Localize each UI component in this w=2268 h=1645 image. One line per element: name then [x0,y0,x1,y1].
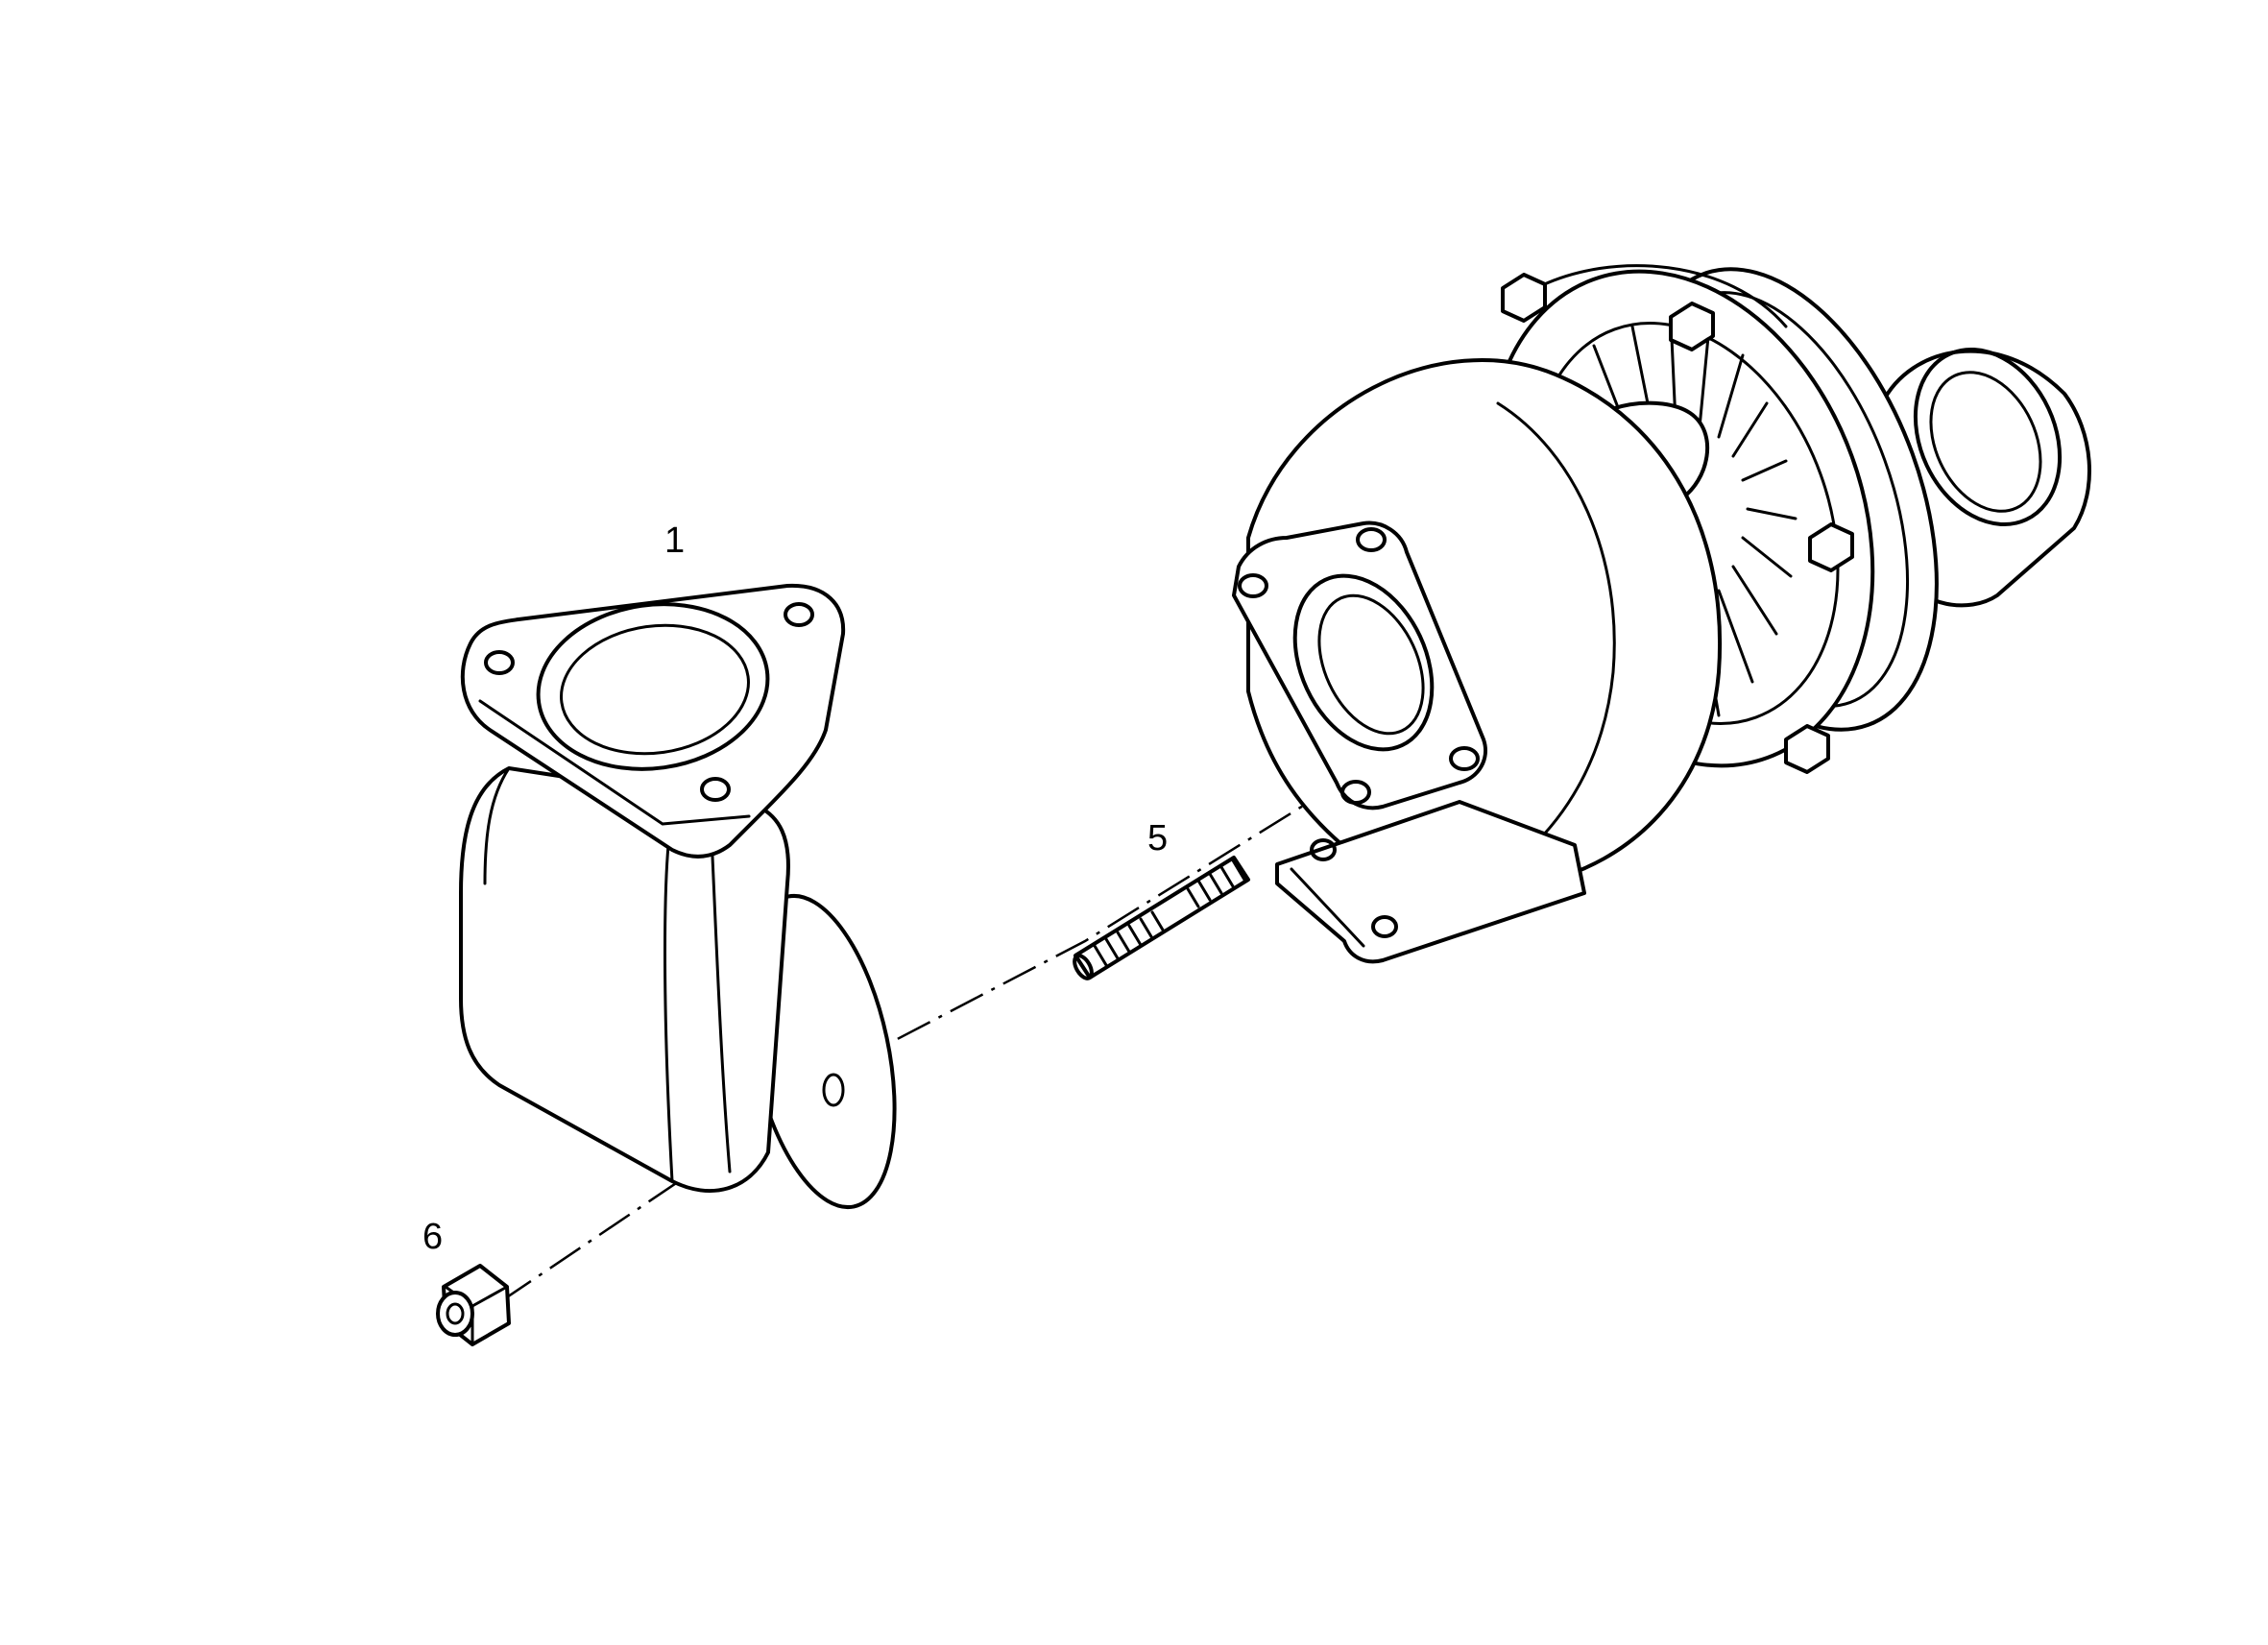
bolt-4-icon [1784,724,1830,774]
inlet-flange-hole-2-icon [1356,527,1387,552]
outlet-pipe-opening [1913,347,2063,527]
elbow-inlet-flange [460,583,846,859]
bolt-1-icon [1501,273,1547,323]
stud-thread-lower [1093,910,1166,967]
elbow-body-highlight [483,766,511,885]
stud-thread-upper [1185,859,1246,908]
inlet-flange-hole-3-icon [1449,746,1480,771]
outlet-flange-edge [1290,867,1365,948]
turbine-volute-seam [1496,401,1616,876]
part-5-stud [1073,856,1250,980]
inlet-port-outer [536,602,770,771]
outlet-flange-hole-1-icon [1310,838,1337,861]
elbow-body-edge-2 [709,814,732,1173]
callout-part-5: 5 [1147,818,1168,859]
nut-thread-hole-icon [446,1302,465,1325]
flange-hole-bottom-icon [700,777,731,802]
outlet-pipe-inner [1929,371,2042,513]
stud-shank [1074,856,1250,980]
flange-bolt-hole-icon [822,1073,845,1107]
outlet-flange-hole-2-icon [1371,915,1398,938]
turbine-outlet-flange [1275,800,1586,964]
part-1-exhaust-elbow [459,583,897,1210]
part-6-nut [436,1264,511,1346]
inlet-flange-thickness [478,699,751,826]
bearing-housing-top-edge [1534,264,1788,328]
inlet-flange-hole-4-icon [1340,780,1371,805]
turbine-inlet-port-inner [1317,593,1425,736]
turbine-inlet-port [1292,573,1435,752]
housing-bolts [1501,273,1854,774]
flange-hole-left-icon [484,650,515,675]
inlet-flange-hole-1-icon [1238,573,1268,598]
assembly-axis-line [450,766,1364,1337]
flange-hole-right-icon [784,602,814,627]
inlet-port-inner [560,623,750,756]
elbow-body [459,766,790,1193]
callout-part-1: 1 [664,520,685,561]
nut-face [436,1291,474,1337]
stud-end-icon [1073,954,1094,980]
bolt-2-icon [1669,302,1715,351]
turbine-inlet-flange [1232,520,1487,810]
callout-part-6: 6 [422,1217,443,1257]
turbocharger-assembly [1232,264,2091,964]
bolt-3-icon [1808,522,1854,572]
